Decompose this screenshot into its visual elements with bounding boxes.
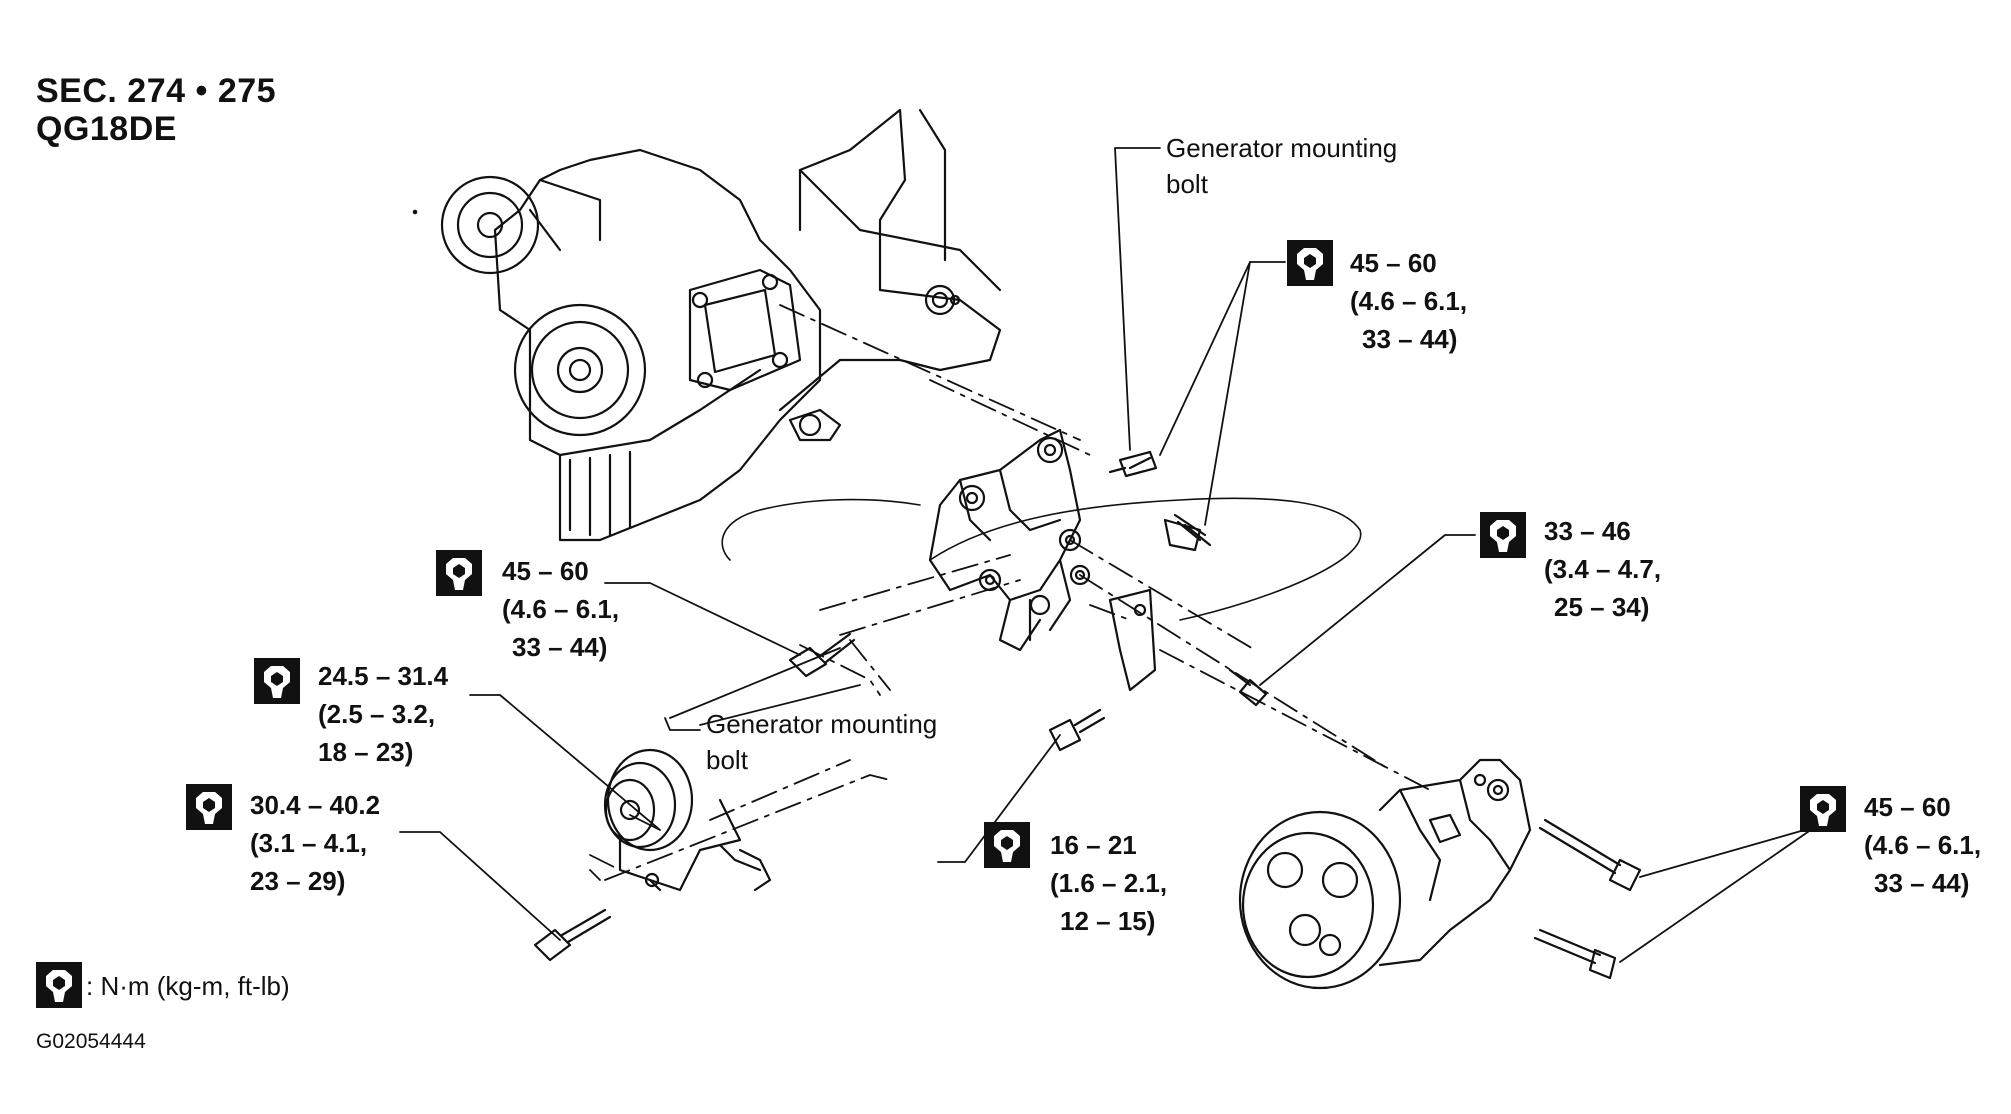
label-line: Generator mounting: [706, 709, 938, 739]
torque-spec-2: 45 – 60 (4.6 – 6.1, 33 – 44): [502, 552, 619, 666]
idler-pulley: [603, 748, 772, 892]
label-line: bolt: [1166, 169, 1208, 199]
torque-ftlb: 25 – 34): [1554, 592, 1650, 622]
torque-ftlb: 33 – 44): [1362, 324, 1458, 354]
dashed-center-lines: [589, 304, 1431, 881]
torque-nm: 45 – 60: [1864, 792, 1951, 822]
torque-ftlb: 23 – 29): [250, 866, 346, 896]
torque-wrench-icon: [984, 822, 1030, 868]
torque-nm: 45 – 60: [502, 556, 589, 586]
torque-ftlb: 33 – 44): [1874, 868, 1970, 898]
torque-kgm: (4.6 – 6.1,: [1864, 830, 1982, 860]
torque-wrench-icon: [1800, 786, 1846, 832]
torque-kgm: (4.6 – 6.1,: [502, 594, 620, 624]
label-line: bolt: [706, 745, 748, 775]
engine-block: [440, 108, 1002, 542]
torque-spec-5: 30.4 – 40.2 (3.1 – 4.1, 23 – 29): [250, 786, 380, 900]
torque-kgm: (3.4 – 4.7,: [1544, 554, 1662, 584]
torque-kgm: (2.5 – 3.2,: [318, 699, 436, 729]
torque-wrench-icon: [186, 784, 232, 830]
torque-nm: 24.5 – 31.4: [318, 661, 449, 691]
power-steering-pump: [1238, 758, 1532, 990]
torque-spec-7: 45 – 60 (4.6 – 6.1, 33 – 44): [1864, 788, 1981, 902]
generator-mounting-bolt-label-top: Generator mounting bolt: [1166, 130, 1397, 202]
torque-wrench-icon: [1287, 240, 1333, 286]
torque-ftlb: 12 – 15): [1060, 906, 1156, 936]
generator-mounting-bolt-label-mid: Generator mounting bolt: [706, 706, 937, 778]
legend-units: : N·m (kg-m, ft-lb): [86, 971, 290, 1001]
torque-wrench-icon: [1480, 512, 1526, 558]
torque-kgm: (4.6 – 6.1,: [1350, 286, 1468, 316]
bolt-indicator-lines: [669, 647, 861, 726]
generator-bracket: [928, 428, 1157, 692]
torque-nm: 30.4 – 40.2: [250, 790, 381, 820]
belt-path-2: [721, 498, 921, 561]
section-number: SEC. 274 • 275: [36, 72, 277, 110]
torque-wrench-icon: [436, 550, 482, 596]
torque-kgm: (3.1 – 4.1,: [250, 828, 368, 858]
figure-code: G02054444: [36, 1030, 146, 1053]
torque-nm: 45 – 60: [1350, 248, 1437, 278]
torque-ftlb: 18 – 23): [318, 737, 414, 767]
torque-wrench-icon: [36, 962, 82, 1008]
label-line: Generator mounting: [1166, 133, 1398, 163]
torque-ftlb: 33 – 44): [512, 632, 608, 662]
engine-code: QG18DE: [36, 110, 177, 148]
torque-spec-4: 24.5 – 31.4 (2.5 – 3.2, 18 – 23): [318, 657, 448, 771]
torque-spec-3: 33 – 46 (3.4 – 4.7, 25 – 34): [1544, 512, 1661, 626]
torque-nm: 16 – 21: [1050, 830, 1137, 860]
torque-kgm: (1.6 – 2.1,: [1050, 868, 1168, 898]
bolts: [533, 450, 1642, 980]
torque-spec-6: 16 – 21 (1.6 – 2.1, 12 – 15): [1050, 826, 1167, 940]
torque-spec-1: 45 – 60 (4.6 – 6.1, 33 – 44): [1350, 244, 1467, 358]
torque-wrench-icon: [254, 658, 300, 704]
belt-path: [929, 497, 1362, 621]
torque-nm: 33 – 46: [1544, 516, 1631, 546]
